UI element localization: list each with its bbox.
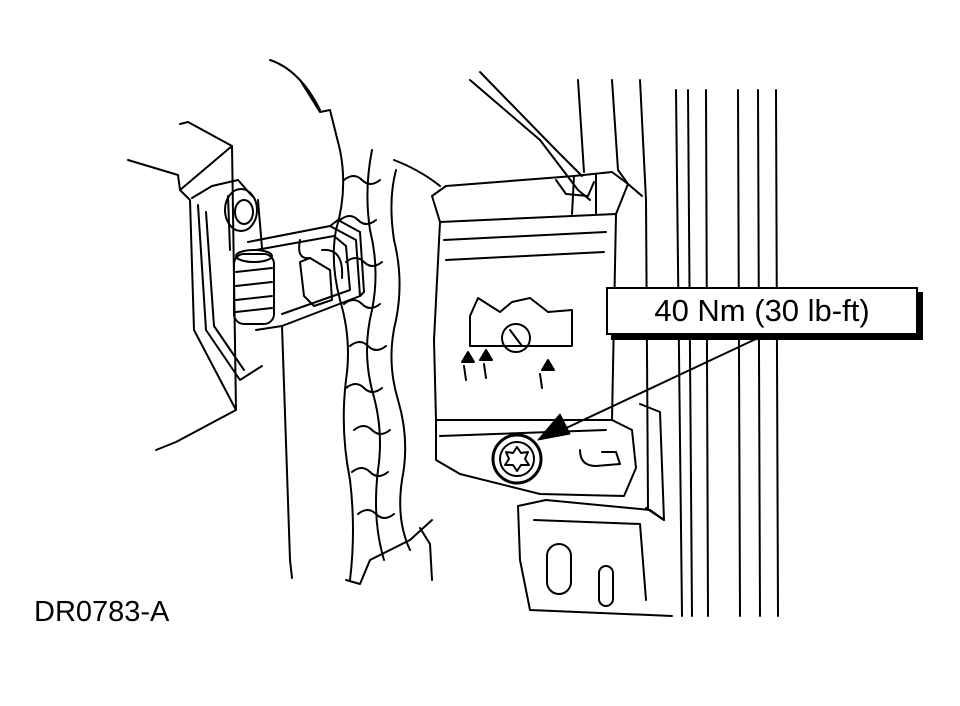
wiring-harness [269,59,441,585]
torx-bolt-icon [491,433,543,485]
torque-callout: 40 Nm (30 lb-ft) [606,287,918,335]
torque-label: 40 Nm (30 lb-ft) [654,293,870,328]
figure-id: DR0783-A [34,596,170,628]
latch-housing [419,499,673,617]
arrow-icon [537,337,759,441]
hinge [224,188,365,579]
bracket [431,171,665,521]
door-pillar [469,71,779,617]
